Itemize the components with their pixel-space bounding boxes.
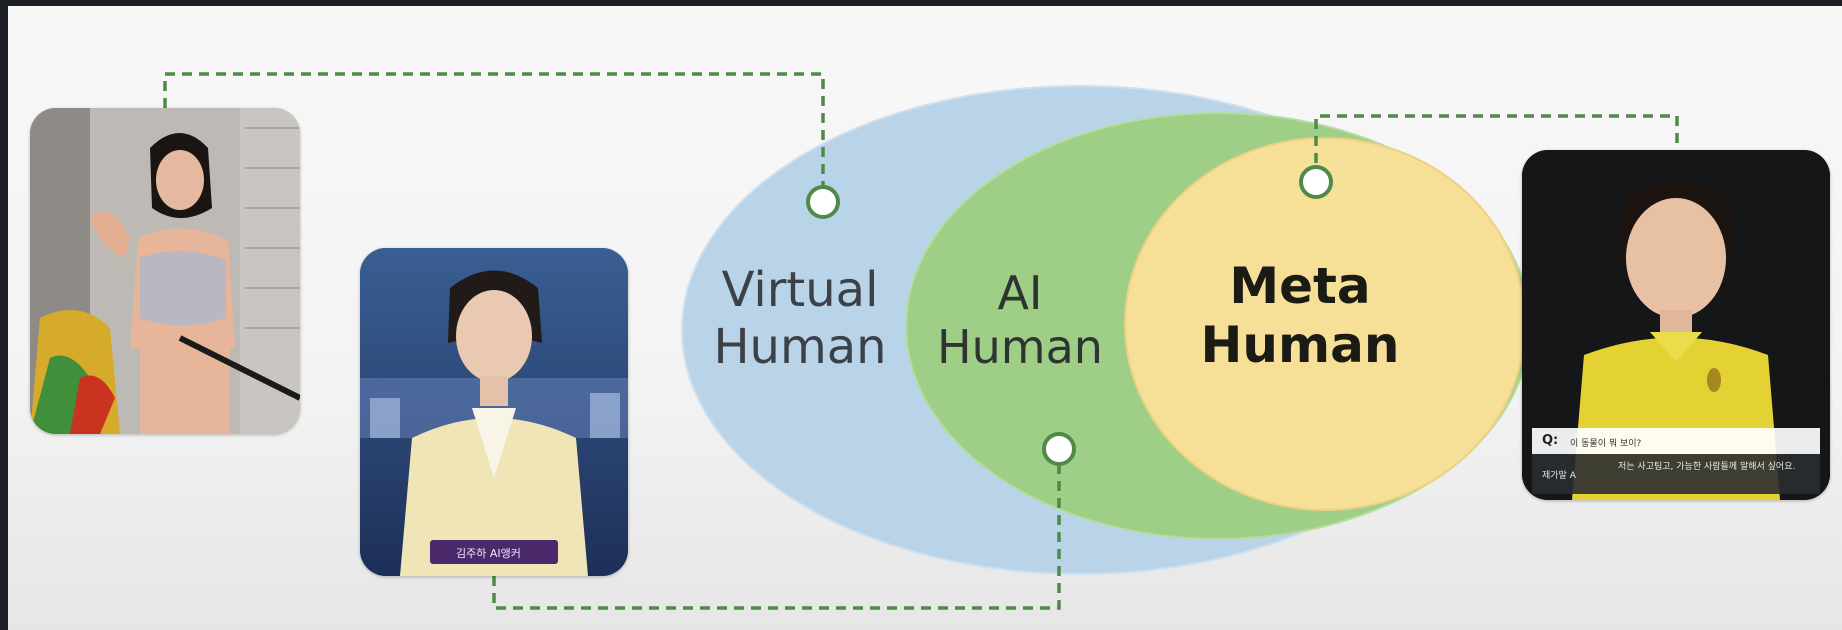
meta-label-line2: Human	[1200, 316, 1400, 374]
meta-label-line1: Meta	[1229, 257, 1371, 315]
child-question-prefix: Q:	[1542, 433, 1559, 448]
child-question-text: 이 동물이 뭐 보이?	[1570, 439, 1642, 449]
child-answer-text: 저는 사고팀고, 가능한 사람들께 말해서 싶어요.	[1618, 462, 1796, 472]
child-answer-bar	[1532, 454, 1820, 494]
meta-human-photo: Q: 이 동물이 뭐 보이? 제가말 A 저는 사고팀고, 가능한 사람들께 말…	[1522, 150, 1830, 500]
virtual-human-photo	[30, 108, 300, 434]
anchor-nameplate-bg	[430, 540, 558, 564]
connector-node-virtual	[806, 185, 840, 219]
anchor-nameplate: 김주하 AI앵커	[456, 547, 521, 560]
child-question-bar	[1532, 428, 1820, 454]
connector-virtual-human	[163, 72, 825, 200]
ai-label-line1: AI	[997, 266, 1043, 320]
connector-node-ai	[1042, 432, 1076, 466]
connector-ai-human	[492, 452, 1061, 610]
child-speaker: 제가말 A	[1542, 471, 1576, 481]
connector-node-meta	[1299, 165, 1333, 199]
virtual-label-line1: Virtual	[721, 262, 879, 318]
meta-human-label: Meta Human	[1195, 257, 1405, 375]
ai-human-photo: 김주하 AI앵커	[360, 248, 628, 576]
ai-label-line2: Human	[937, 320, 1103, 375]
ai-human-label: AI Human	[925, 266, 1115, 375]
connector-meta-human	[1314, 114, 1679, 180]
virtual-human-label: Virtual Human	[705, 262, 895, 375]
virtual-label-line2: Human	[713, 318, 887, 375]
